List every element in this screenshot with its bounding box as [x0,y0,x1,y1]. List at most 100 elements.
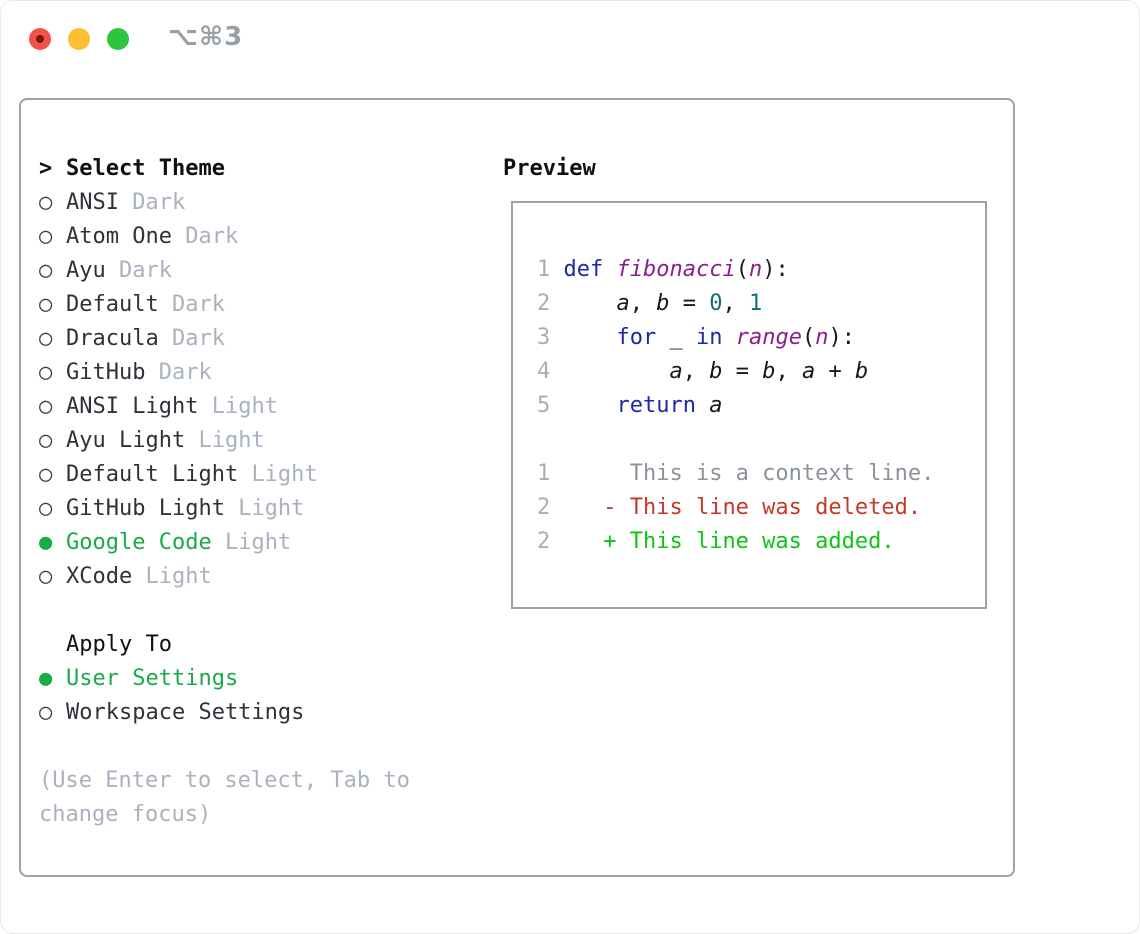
token-pl: ): [762,257,789,282]
token-pl: ( [735,257,749,282]
token-pl: ): [828,325,855,350]
option-label: ANSI [66,190,133,215]
token-fn: n [748,257,763,282]
theme-option-default-light[interactable]: ○Default Light Light [39,458,469,492]
option-label: Dracula [66,326,172,351]
theme-option-dracula[interactable]: ○ Dracula Dark [39,322,469,356]
option-label: Atom One [66,224,186,249]
theme-option-ayu[interactable]: ○Ayu Dark [39,254,469,288]
token-fn: range [735,325,802,350]
token-var: a [669,359,683,384]
theme-option-github-light[interactable]: ○GitHub Light Light [39,492,469,526]
code-line: 2 a, b = 0, 1 [537,287,934,321]
code-line: 3 for _ in range(n): [537,321,934,355]
token-var: b [762,359,776,384]
theme-option-xcode[interactable]: ○XCode Light [39,560,469,594]
token-kw: def [563,257,604,282]
token-pl: , [775,359,802,384]
theme-variant-label: Dark [171,292,225,317]
line-number: 1 [537,257,564,282]
apply-option-workspace-settings[interactable]: ○ Workspace Settings [39,696,469,730]
preview-title: Preview [503,156,596,181]
theme-variant-label: Dark [171,326,225,351]
code-line: 2 - This line was deleted. [537,491,934,525]
option-label: XCode [66,564,146,589]
token-var: b [854,359,869,384]
option-label: ANSI Light [66,394,212,419]
token-pl [722,325,735,350]
line-number: 4 [537,359,564,384]
line-number: 2 [537,529,564,554]
line-number: 2 [537,495,564,520]
token-kw: in [695,325,723,350]
theme-option-github[interactable]: ○ GitHub Dark [39,356,469,390]
token-var: b [656,291,670,316]
code-line: 1 def fibonacci(n): [537,253,934,287]
theme-option-ansi-light[interactable]: ○ANSI Light Light [39,390,469,424]
option-label: Ayu [66,258,119,283]
radio-icon: ○ [39,700,53,725]
radio-icon: ○ [39,496,53,521]
token-pl: , [629,291,657,316]
theme-variant-label: Dark [158,360,212,385]
theme-option-ansi[interactable]: ○ ANSI Dark [39,186,469,220]
code-line [537,423,934,457]
option-label: Ayu Light [66,428,199,453]
token-lit: 0 [709,291,723,316]
token-fn: n [815,325,829,350]
theme-variant-label: Dark [132,190,186,215]
radio-icon: ○ [39,224,53,249]
theme-option-ayu-light[interactable]: ○Ayu Light Light [39,424,469,458]
option-label: User Settings [66,666,239,691]
token-pl: ( [801,325,816,350]
theme-variant-label: Light [224,530,292,555]
focus-caret-icon: > [39,156,53,181]
radio-selected-icon: ● [39,666,53,691]
theme-option-default[interactable]: ○ Default Dark [39,288,469,322]
apply-to-options: ● User Settings ○ Workspace Settings [39,662,469,730]
token-add: + This line was added. [563,529,895,554]
theme-variant-label: Light [198,428,265,453]
token-pl [696,393,709,418]
theme-option-atom-one[interactable]: ○ Atom One Dark [39,220,469,254]
token-pl [564,359,670,384]
theme-selector-column: >Select Theme ○ANSI Dark○Atom One Dark○A… [39,152,469,832]
code-line: 4 a, b = b, a + b [537,355,934,389]
code-line: 5 return a [537,389,934,423]
line-number: 5 [537,393,564,418]
theme-variant-label: Light [251,462,318,487]
token-var: a [709,393,723,418]
radio-icon: ○ [39,360,53,385]
theme-variant-label: Dark [185,224,239,249]
line-number: 2 [537,291,564,316]
zoom-button[interactable] [107,28,129,50]
token-pl: = [669,291,710,316]
apply-option-user-settings[interactable]: ● User Settings [39,662,469,696]
option-label: GitHub [66,360,159,385]
theme-variant-label: Dark [118,258,172,283]
token-pl [564,325,617,350]
line-number: 3 [537,325,564,350]
radio-icon: ○ [39,326,53,351]
radio-icon: ○ [39,292,53,317]
token-pl: = [722,359,763,384]
option-label: Workspace Settings [66,700,305,725]
token-var: a [616,291,630,316]
token-pl: , [682,359,710,384]
close-button[interactable] [29,28,51,50]
token-pl [603,257,616,282]
token-kw: for [616,325,657,350]
apply-to-header: Apply To [39,628,469,662]
spacer [39,730,469,764]
select-theme-header: >Select Theme [39,152,469,186]
radio-icon: ○ [39,190,53,215]
minimize-button[interactable] [68,28,90,50]
line-number: 1 [537,461,564,486]
radio-selected-icon: ● [39,530,53,555]
token-var: b [709,359,723,384]
theme-variant-label: Light [238,496,305,521]
code-line: 2 + This line was added. [537,525,934,559]
theme-option-google-code[interactable]: ●Google Code Light [39,526,469,560]
option-label: Default [66,292,172,317]
